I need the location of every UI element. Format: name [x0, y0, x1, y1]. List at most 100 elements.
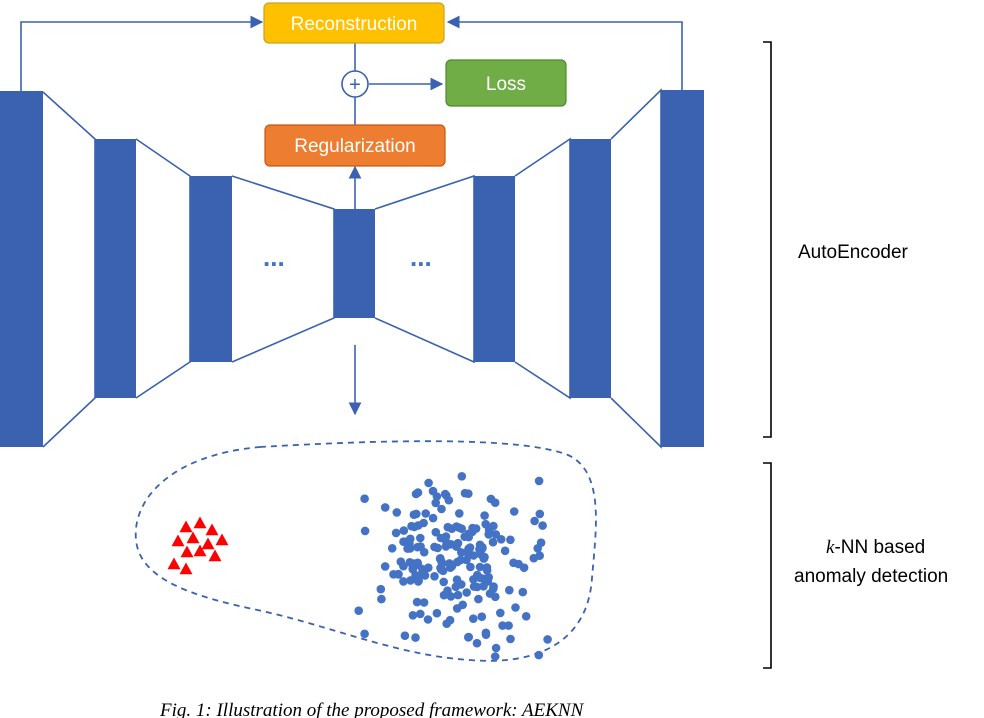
normal-point [535, 509, 545, 519]
normal-point [436, 554, 445, 563]
normal-point [453, 590, 463, 600]
normal-point [472, 582, 482, 592]
anomaly-triangle [208, 549, 222, 562]
normal-point [440, 489, 450, 499]
normal-point [428, 513, 438, 523]
flow-lines [20, 15, 683, 416]
normal-point [533, 544, 542, 553]
normal-point [416, 533, 425, 543]
anomaly-triangle [179, 562, 193, 575]
normal-point [392, 508, 402, 517]
anomaly-triangle [167, 557, 181, 570]
normal-point [413, 488, 423, 497]
normal-point [419, 518, 428, 528]
normal-point [406, 576, 415, 585]
knn-label-line1: k-NN based [826, 537, 925, 558]
normal-point [399, 526, 409, 535]
anomaly-triangle [205, 523, 219, 536]
normal-point [360, 526, 370, 536]
normal-point [403, 544, 412, 553]
connection-dec-3-2 [514, 137, 571, 400]
normal-point [452, 575, 462, 584]
connection-dec-2-1 [610, 88, 662, 449]
normal-point [511, 603, 520, 612]
normal-point [400, 631, 410, 640]
normal-point [354, 606, 364, 615]
normal-point [491, 643, 501, 653]
regularization-box: Regularization [264, 124, 446, 167]
output-to-reconstruction-line [446, 15, 683, 90]
normal-point [419, 598, 429, 607]
knn-k: k [826, 537, 835, 558]
loss-label: Loss [486, 74, 526, 95]
normal-point [423, 615, 433, 624]
encoder-decoder-layers [0, 90, 704, 447]
normal-point [360, 494, 369, 504]
normal-point [430, 542, 439, 552]
sum-node-circle [341, 70, 369, 98]
normal-point [430, 572, 439, 581]
anomaly-triangle [186, 531, 200, 544]
anomaly-triangle [193, 544, 207, 557]
decoder-layer-3 [474, 176, 515, 362]
normal-point [468, 523, 477, 533]
normal-point [416, 609, 425, 619]
normal-point [506, 634, 515, 644]
normal-point [530, 516, 539, 526]
normal-point [485, 589, 495, 598]
normal-point [437, 504, 446, 514]
normal-point [408, 611, 418, 620]
reconstruction-label: Reconstruction [291, 14, 418, 35]
input-to-reconstruction-line [20, 15, 264, 91]
normal-point [480, 511, 489, 520]
figure-caption: Fig. 1: Illustration of the proposed fra… [159, 700, 585, 718]
anomaly-triangle [171, 534, 185, 547]
normal-point [514, 559, 523, 569]
normal-point [413, 542, 422, 552]
normal-point [376, 584, 386, 594]
normal-point [475, 562, 485, 572]
normal-point [466, 562, 475, 572]
bottleneck-layer [334, 209, 375, 318]
normal-point [396, 557, 406, 566]
normal-point [360, 629, 369, 639]
normal-point [462, 588, 472, 597]
normal-point [406, 534, 415, 544]
normal-point [464, 633, 473, 642]
normal-point [473, 570, 482, 580]
normal-point [535, 551, 544, 560]
normal-point [408, 564, 418, 574]
normal-point [491, 530, 501, 539]
anomaly-points [167, 516, 229, 575]
normal-point [457, 548, 466, 557]
loss-box: Loss [445, 59, 567, 107]
normal-point [469, 551, 478, 560]
normal-point [490, 498, 500, 508]
encoder-layer-2 [95, 139, 136, 398]
connection-enc-2-3 [135, 138, 191, 399]
normal-point [411, 633, 420, 642]
normal-point [453, 557, 462, 567]
normal-point [428, 486, 438, 496]
normal-point [506, 535, 515, 545]
reconstruction-box: Reconstruction [263, 2, 445, 44]
normal-point [509, 507, 519, 516]
normal-point [543, 635, 552, 644]
normal-point [457, 524, 467, 533]
normal-point [424, 478, 433, 488]
normal-point [472, 638, 482, 648]
normal-point [477, 612, 487, 621]
normal-point [432, 608, 442, 618]
normal-point [412, 597, 422, 607]
normal-point [413, 571, 423, 580]
autoencoder-label: AutoEncoder [798, 242, 909, 263]
normal-points [354, 472, 552, 661]
decoder-layer-2 [570, 139, 611, 398]
normal-point [457, 472, 467, 481]
encoder-layer-3 [190, 176, 232, 362]
normal-point [478, 544, 487, 553]
normal-point [469, 614, 478, 623]
normal-point [443, 586, 452, 595]
normal-point [505, 585, 514, 595]
anomaly-triangle [201, 537, 215, 550]
